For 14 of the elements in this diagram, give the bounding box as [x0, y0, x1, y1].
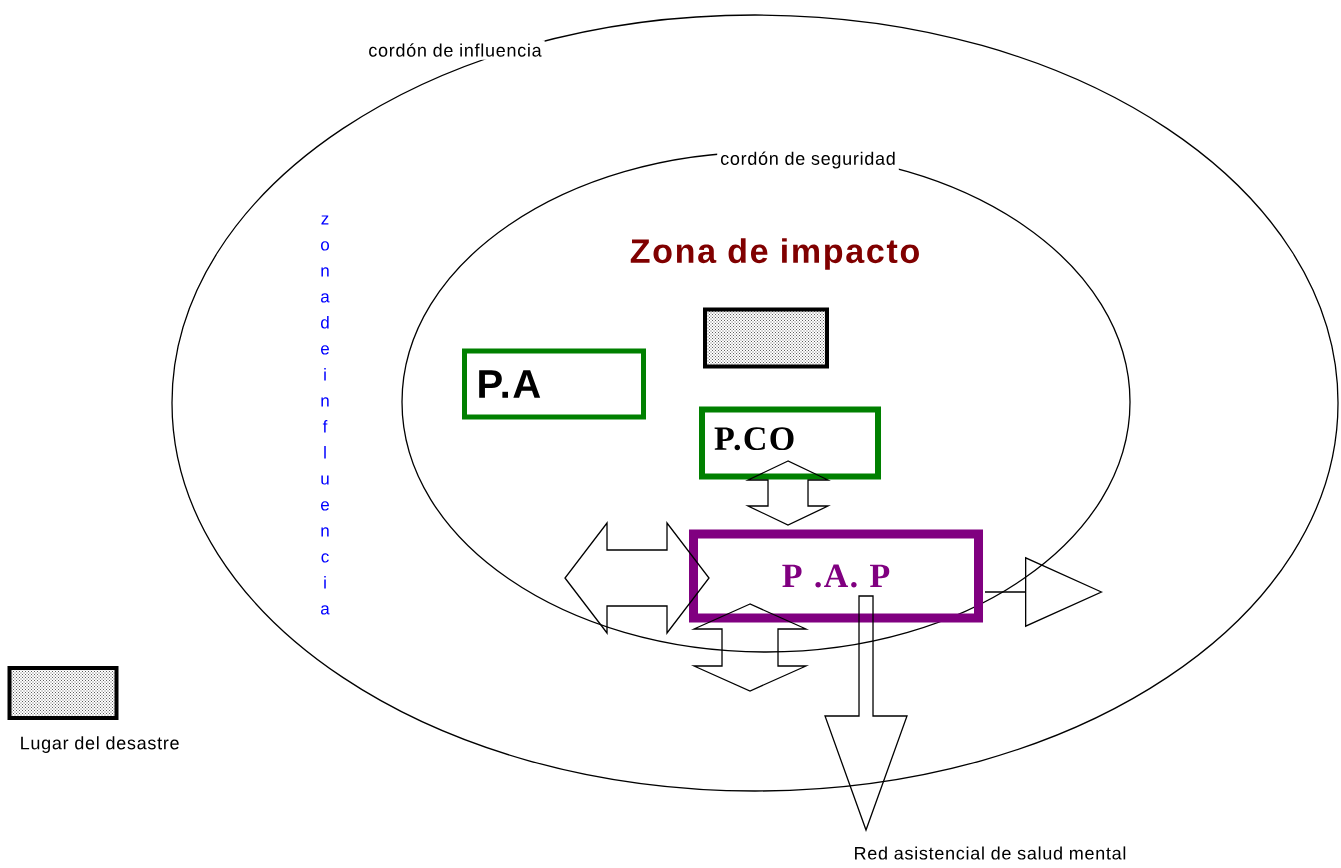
- caption-text: Lugar del desastre: [21, 736, 179, 753]
- block-arrow: [745, 460, 831, 526]
- block-arrow: [690, 603, 810, 692]
- zone-title: cordón de seguridad: [717, 148, 899, 172]
- zone-heading: Zona de impacto: [630, 238, 919, 270]
- hatched-box: [703, 307, 829, 369]
- zone-label: zona de influencia: [321, 215, 330, 615]
- block-arrow: [824, 595, 908, 832]
- process-box: P.A: [462, 348, 646, 420]
- block-arrow: [564, 521, 710, 635]
- zone-title: cordón de influencia: [365, 40, 545, 60]
- process-box: P .A. P: [689, 529, 983, 623]
- caption-text: Red asistencial de salud mental: [855, 846, 1126, 860]
- process-box: P.CO: [699, 406, 881, 480]
